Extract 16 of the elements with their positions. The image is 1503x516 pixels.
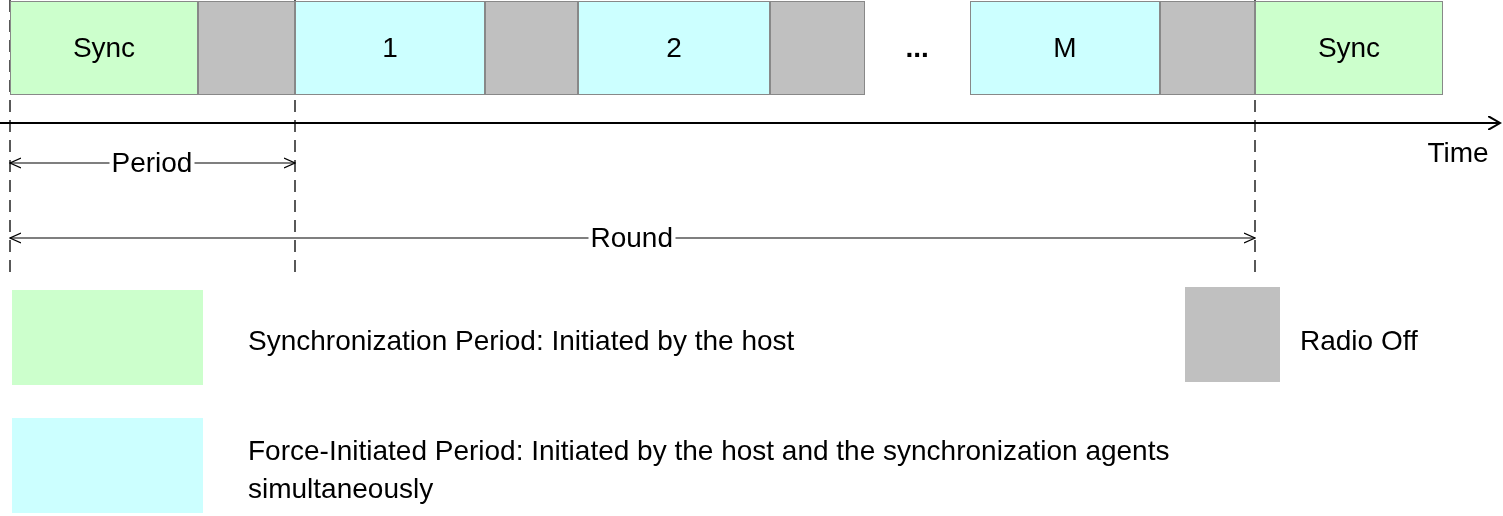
radio-off-slot (485, 1, 578, 95)
period-slot: 1 (295, 1, 485, 95)
legend-text: Synchronization Period: Initiated by the host (248, 324, 796, 358)
radio-off-slot (1160, 1, 1255, 95)
legend-text: Force-Initiated Period: Initiated by the host and the synchronization agents simultaneously (248, 434, 1171, 506)
period-slot: Sync (1255, 1, 1443, 95)
axis-label: Time (1427, 139, 1489, 167)
radio-off-slot (198, 1, 295, 95)
period-slot: 2 (578, 1, 770, 95)
period-slot: M (970, 1, 1160, 95)
radio-off-slot (770, 1, 865, 95)
legend-text: Radio Off (1300, 324, 1419, 358)
dimension-label: Round (590, 224, 673, 252)
dimension-label: Period (111, 149, 193, 177)
ellipsis: ... (905, 34, 929, 62)
period-slot: Sync (10, 1, 198, 95)
